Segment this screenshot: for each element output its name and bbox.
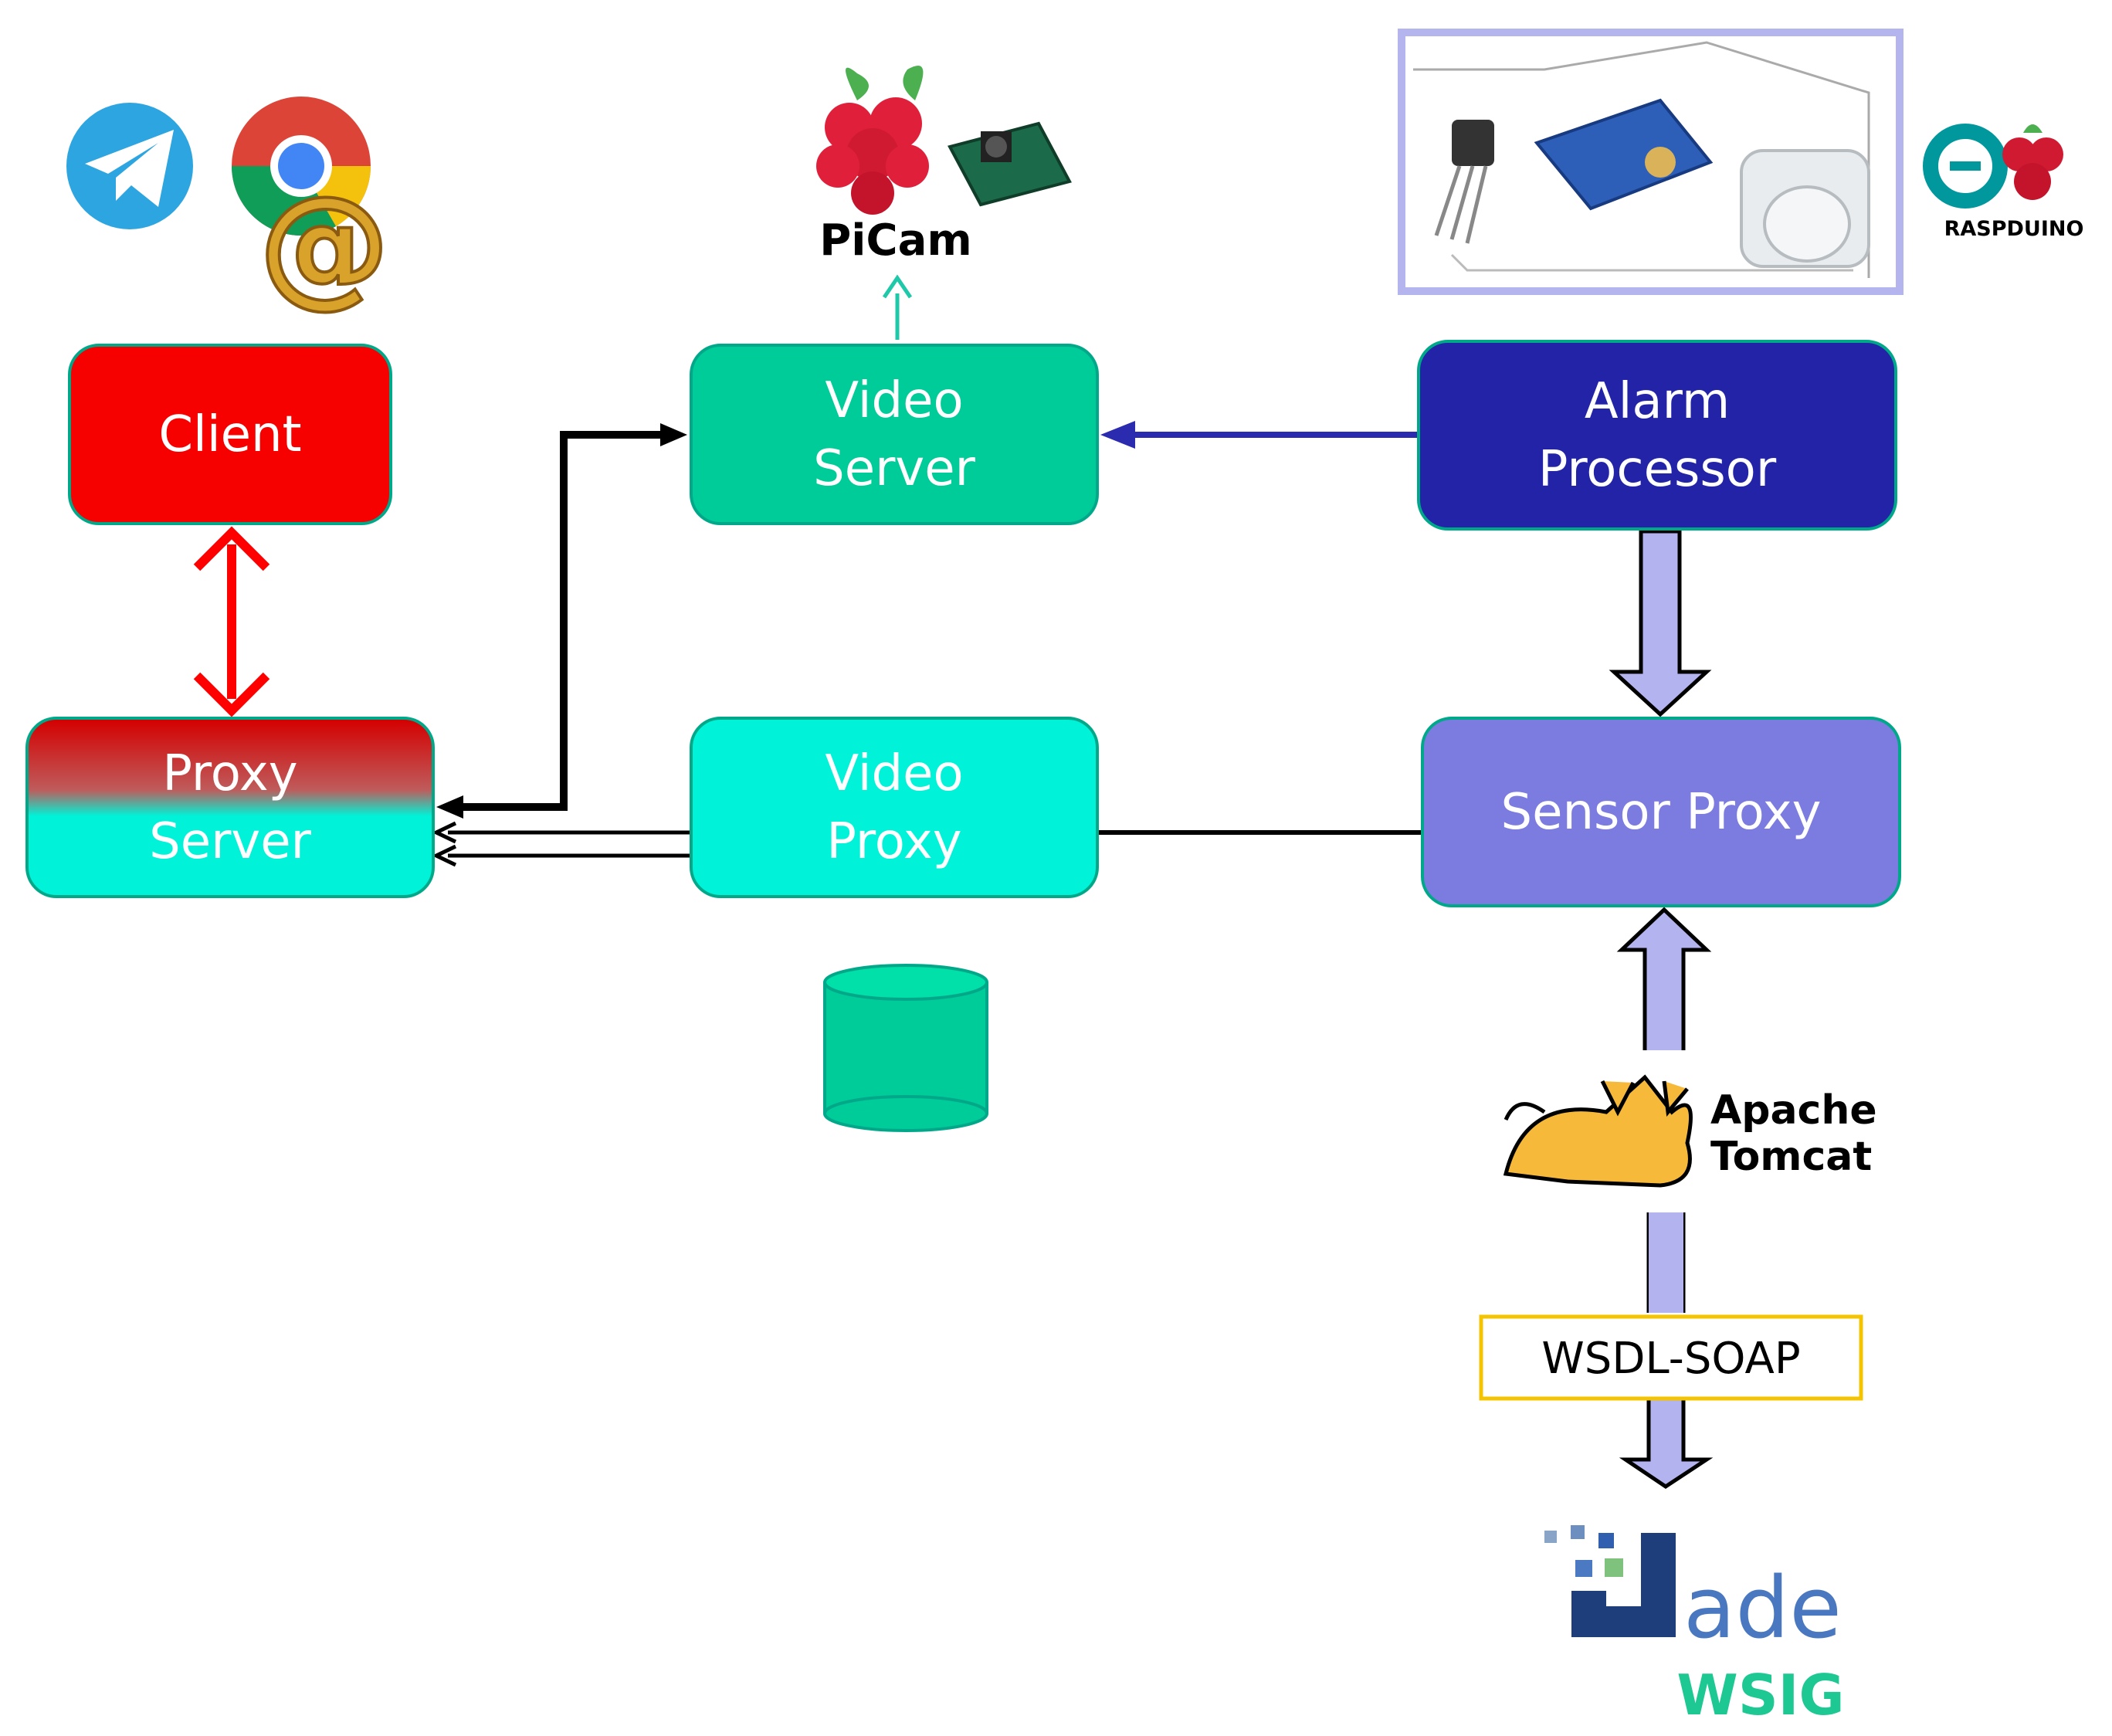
jade-logo: ade — [1544, 1525, 1842, 1657]
video-proxy-node: Video Proxy — [690, 717, 1099, 898]
videoproxy-proxyserver-arrows — [432, 821, 691, 867]
wsdl-soap-box — [1479, 1314, 1863, 1401]
alarm-videoserver-arrow — [1100, 421, 1419, 449]
wsig-label: WSIG — [1676, 1663, 1844, 1728]
sensor-tomcat-block-arrow — [1616, 907, 1712, 1050]
proxy-videoserver-connector — [436, 423, 687, 819]
tomcat-label: Tomcat — [1710, 1134, 1872, 1180]
svg-text:@: @ — [259, 168, 390, 321]
alarm-sensor-block-arrow — [1609, 529, 1712, 717]
client-node: Client — [68, 344, 392, 525]
telegram-icon — [66, 103, 193, 229]
camera-module-icon — [948, 121, 1072, 207]
tomcat-cat-icon — [1503, 1074, 1693, 1188]
picam-label: PiCam — [819, 215, 971, 266]
wsdl-soap-label: WSDL-SOAP — [1541, 1334, 1800, 1384]
email-at-icon: @ — [257, 167, 392, 323]
database-icon — [823, 964, 988, 1132]
chrome-icon — [231, 97, 371, 236]
video-server-node: Video Server — [690, 344, 1099, 525]
sensor-proxy-node: Sensor Proxy — [1421, 717, 1901, 907]
client-proxy-arrow — [193, 526, 270, 717]
alarm-processor-node: Alarm Processor — [1417, 340, 1897, 531]
sensors-photo — [1398, 29, 1904, 295]
proxy-server-node: Proxy Server — [25, 717, 435, 898]
raspduino-logo — [1923, 124, 2063, 209]
raspberry-pi-icon — [816, 66, 929, 215]
raspduino-label: RASPDUINO — [1944, 217, 2084, 241]
videoserver-picam-arrow — [882, 274, 913, 340]
svg-text:ade: ade — [1683, 1558, 1842, 1657]
tomcat-jade-block-arrow — [1619, 1212, 1714, 1490]
apache-label: Apache — [1710, 1087, 1877, 1134]
